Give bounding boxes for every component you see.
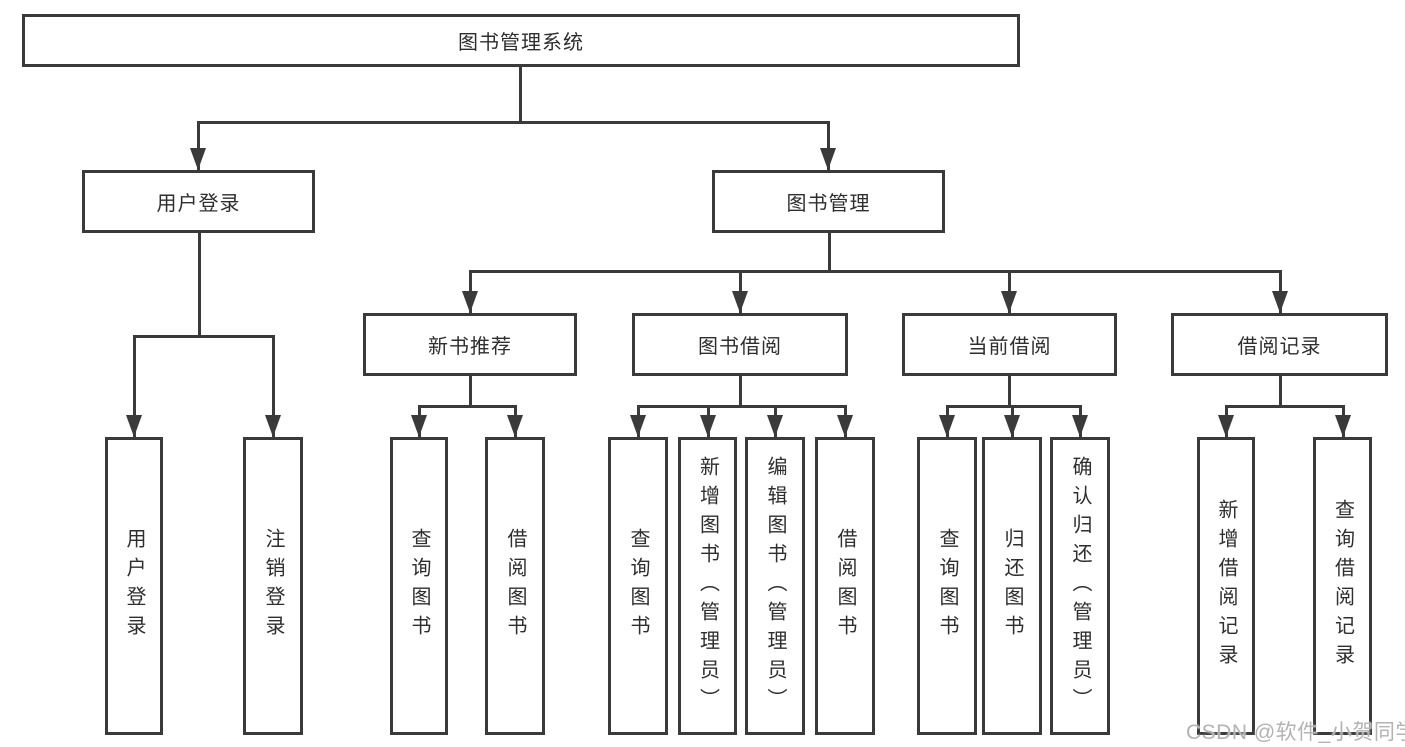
- arrowhead-down-icon: [411, 415, 427, 437]
- leaf-borrow-books-borrowing: 借阅图书: [815, 437, 875, 735]
- connector-line: [196, 122, 200, 170]
- leaf-edit-book-admin: 编辑图书（管理员）: [745, 437, 805, 735]
- connector-line: [197, 233, 201, 336]
- node-user-login: 用户登录: [82, 170, 315, 233]
- connector-line: [518, 67, 522, 122]
- leaf-label: 借阅图书: [504, 528, 526, 644]
- leaf-label: 新增借阅记录: [1215, 499, 1237, 673]
- arrowhead-down-icon: [700, 415, 716, 437]
- node-library-management-system: 图书管理系统: [22, 14, 1020, 67]
- node-new-book-recommend: 新书推荐: [363, 313, 577, 376]
- leaf-logout: 注销登录: [243, 437, 303, 735]
- leaf-add-book-admin: 新增图书（管理员）: [678, 437, 737, 735]
- leaf-label: 查询图书: [408, 528, 430, 644]
- leaf-label: 确认归还（管理员）: [1069, 455, 1091, 717]
- arrowhead-down-icon: [1001, 291, 1017, 313]
- leaf-user-login: 用户登录: [105, 437, 163, 735]
- arrowhead-down-icon: [507, 415, 523, 437]
- leaf-add-borrow-record: 新增借阅记录: [1197, 437, 1255, 735]
- arrowhead-down-icon: [820, 148, 836, 170]
- arrowhead-down-icon: [1335, 415, 1351, 437]
- node-current-borrowing: 当前借阅: [902, 313, 1117, 376]
- connector-line: [738, 376, 742, 406]
- node-book-borrowing: 图书借阅: [632, 313, 848, 376]
- arrowhead-down-icon: [837, 415, 853, 437]
- leaf-label: 用户登录: [123, 528, 145, 644]
- leaf-label: 查询图书: [936, 528, 958, 644]
- csdn-watermark: CSDN @软件_小贺同学: [1186, 721, 1405, 744]
- connector-line: [1278, 376, 1282, 406]
- connector-line: [196, 120, 830, 124]
- arrowhead-down-icon: [767, 415, 783, 437]
- leaf-label: 查询图书: [627, 528, 649, 644]
- arrowhead-down-icon: [1072, 415, 1088, 437]
- arrowhead-down-icon: [126, 415, 142, 437]
- arrowhead-down-icon: [462, 291, 478, 313]
- arrowhead-down-icon: [939, 415, 955, 437]
- connector-line: [636, 404, 847, 408]
- connector-line: [1224, 404, 1345, 408]
- leaf-query-books-current: 查询图书: [917, 437, 977, 735]
- node-book-management: 图书管理: [712, 170, 945, 233]
- leaf-query-borrow-record: 查询借阅记录: [1313, 437, 1372, 735]
- connector-line: [417, 404, 517, 408]
- leaf-query-books-borrowing: 查询图书: [608, 437, 668, 735]
- arrowhead-down-icon: [265, 415, 281, 437]
- connector-line: [1007, 376, 1011, 406]
- leaf-confirm-return-admin: 确认归还（管理员）: [1050, 437, 1110, 735]
- leaf-label: 归还图书: [1001, 528, 1023, 644]
- arrowhead-down-icon: [1004, 415, 1020, 437]
- connector-line: [468, 269, 1282, 273]
- connector-line: [827, 233, 831, 271]
- connector-line: [826, 122, 830, 170]
- leaf-label: 注销登录: [262, 528, 284, 644]
- arrowhead-down-icon: [1272, 291, 1288, 313]
- node-borrowing-records: 借阅记录: [1171, 313, 1388, 376]
- arrowhead-down-icon: [630, 415, 646, 437]
- leaf-return-books: 归还图书: [982, 437, 1042, 735]
- connector-line: [132, 334, 275, 338]
- leaf-label: 借阅图书: [834, 528, 856, 644]
- arrowhead-down-icon: [732, 291, 748, 313]
- arrowhead-down-icon: [190, 148, 206, 170]
- leaf-label: 新增图书（管理员）: [696, 455, 719, 717]
- leaf-label: 查询借阅记录: [1331, 499, 1354, 673]
- connector-line: [132, 336, 136, 437]
- connector-line: [945, 404, 1082, 408]
- leaf-label: 编辑图书（管理员）: [764, 455, 786, 717]
- connector-line: [271, 336, 275, 437]
- connector-line: [468, 376, 472, 406]
- leaf-borrow-books-recommend: 借阅图书: [485, 437, 545, 735]
- arrowhead-down-icon: [1218, 415, 1234, 437]
- leaf-query-books-recommend: 查询图书: [390, 437, 448, 735]
